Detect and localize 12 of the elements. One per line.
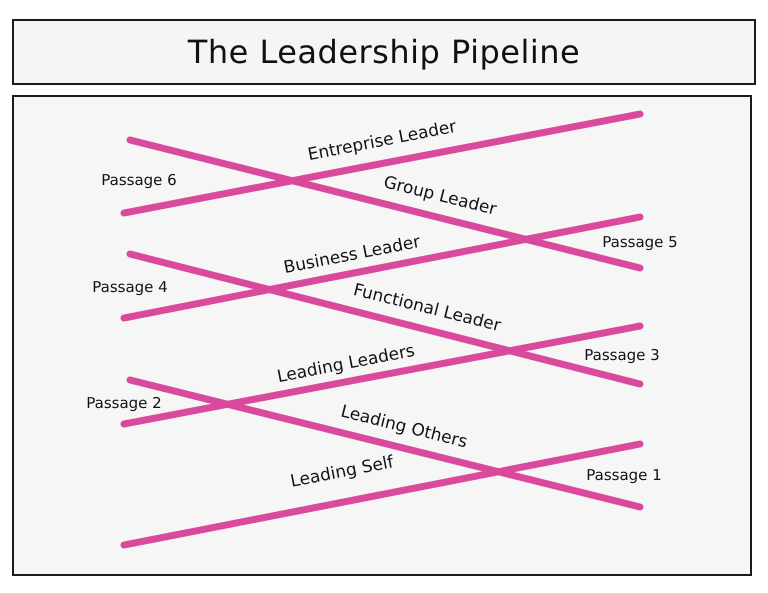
- passage-label: Passage 1: [586, 466, 662, 484]
- stage-label: Business Leader: [282, 232, 422, 278]
- passage-label: Passage 2: [86, 394, 162, 412]
- title: The Leadership Pipeline: [188, 33, 580, 71]
- stage-label: Entreprise Leader: [306, 116, 458, 166]
- passage-label: Passage 6: [101, 171, 177, 189]
- passage-label: Passage 3: [584, 346, 660, 364]
- stage-label: Leading Self: [288, 452, 396, 492]
- stage-label: Group Leader: [382, 172, 498, 220]
- passage-label: Passage 5: [602, 233, 678, 251]
- passage-label: Passage 4: [92, 278, 168, 296]
- stage-label: Leading Leaders: [276, 340, 416, 388]
